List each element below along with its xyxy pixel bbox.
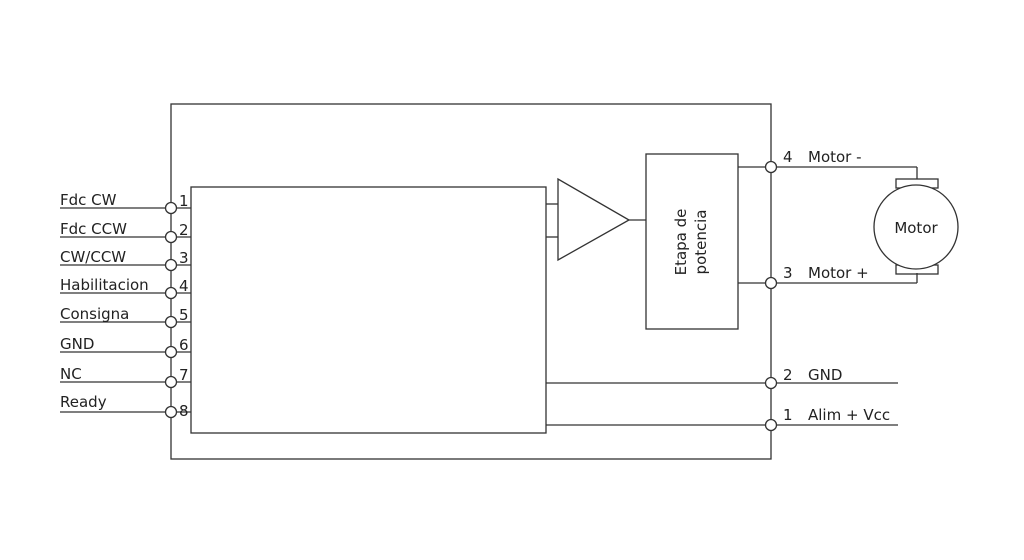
pin-terminal-icon: [764, 418, 778, 432]
pin-terminal-icon: [164, 258, 178, 272]
power-stage: Etapa de potencia: [645, 153, 771, 330]
pin-label: Ready: [60, 393, 107, 411]
left-pin-2: Fdc CCW 2: [60, 220, 191, 244]
pin-terminal-icon: [764, 376, 778, 390]
left-pin-6: GND 6: [60, 335, 191, 359]
pin-label: Motor +: [808, 264, 869, 282]
right-pin-2: 2 GND: [764, 366, 842, 390]
right-pin-1: 1 Alim + Vcc: [764, 406, 890, 432]
left-pin-7: NC 7: [60, 365, 191, 389]
pin-number: 6: [179, 336, 189, 354]
pin-number: 2: [179, 221, 189, 239]
pin-label: Fdc CCW: [60, 220, 127, 238]
amplifier-triangle-icon: [557, 177, 631, 262]
pin-terminal-icon: [164, 345, 178, 359]
pin-terminal-icon: [164, 201, 178, 215]
pin-terminal-icon: [164, 315, 178, 329]
pin-number: 1: [783, 406, 793, 424]
pin-number: 4: [783, 148, 793, 166]
pin-label: Consigna: [60, 305, 129, 323]
motor: Motor: [873, 178, 959, 275]
left-pin-8: Ready 8: [60, 393, 191, 420]
pin-label: Fdc CW: [60, 191, 117, 209]
pin-terminal-icon: [164, 286, 178, 300]
pin-number: 3: [783, 264, 793, 282]
amplifier: [546, 177, 646, 262]
outer-enclosure: [170, 103, 772, 460]
pin-terminal-icon: [764, 276, 778, 290]
motor-label: Motor: [894, 219, 938, 237]
pin-terminal-icon: [764, 160, 778, 174]
right-pin-3: 3 Motor +: [764, 264, 869, 290]
pin-label: Motor -: [808, 148, 862, 166]
power-stage-label-2: potencia: [692, 210, 710, 275]
left-pin-5: Consigna 5: [60, 305, 191, 329]
pin-number: 7: [179, 366, 189, 384]
pin-label: CW/CCW: [60, 248, 126, 266]
power-stage-label-1: Etapa de: [672, 209, 690, 276]
pin-label: GND: [808, 366, 842, 384]
pin-terminal-icon: [164, 375, 178, 389]
pin-number: 3: [179, 249, 189, 267]
pin-number: 5: [179, 306, 189, 324]
pin-number: 4: [179, 277, 189, 295]
controller-block: [190, 186, 547, 434]
pin-label: NC: [60, 365, 82, 383]
pin-label: GND: [60, 335, 94, 353]
pin-terminal-icon: [164, 230, 178, 244]
motor-icon: [873, 184, 959, 270]
left-pin-1: Fdc CW 1: [60, 191, 191, 215]
pin-label: Alim + Vcc: [808, 406, 890, 424]
pin-terminal-icon: [164, 405, 178, 419]
left-pin-4: Habilitacion 4: [60, 276, 191, 300]
pin-label: Habilitacion: [60, 276, 149, 294]
pin-number: 2: [783, 366, 793, 384]
pin-number: 1: [179, 192, 189, 210]
pin-number: 8: [179, 402, 189, 420]
right-pin-4: 4 Motor -: [764, 148, 862, 174]
left-pin-3: CW/CCW 3: [60, 248, 191, 272]
